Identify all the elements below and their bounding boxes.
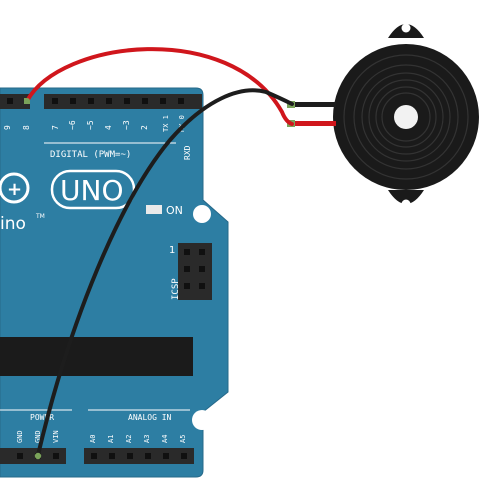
pin-label-7: 7 [51, 125, 60, 130]
icsp-pin-hole [199, 266, 205, 272]
uno-model-text: UNO [60, 174, 123, 207]
buzzer-ring [368, 79, 444, 155]
power-pin-hole [53, 453, 59, 459]
analog-pin-hole [109, 453, 115, 459]
digital-pin-hole [160, 98, 166, 104]
icsp-pin-one-label: 1 [169, 245, 175, 256]
power-header [0, 448, 66, 464]
buzzer-lead-black [294, 102, 336, 107]
analog-pin-hole [181, 453, 187, 459]
icsp-pin-hole [199, 249, 205, 255]
microcontroller-chip [0, 337, 193, 376]
digital-pin-hole [7, 98, 13, 104]
buzzer-tab-bottom [388, 190, 424, 204]
buzzer-lead-red [294, 121, 336, 126]
buzzer-ring [375, 86, 437, 148]
digital-header-label: DIGITAL (PWM=~) [50, 150, 131, 160]
digital-pin-labels: 9 8 7 ~6 ~5 4 ~3 2 TX 1 RX 0 RXD [3, 115, 192, 160]
buzzer-ring [343, 54, 469, 180]
power-pin-hole [17, 453, 23, 459]
pin-label-a0: A0 [89, 435, 97, 443]
pin-label-gnd-2: GND [34, 430, 42, 443]
icsp-pin-hole [184, 249, 190, 255]
analog-pin-hole [127, 453, 133, 459]
icsp-pin-hole [184, 266, 190, 272]
buzzer-ring [381, 92, 431, 142]
analog-pin-hole [145, 453, 151, 459]
red-wire-end-board [24, 98, 30, 104]
digital-pin-hole [142, 98, 148, 104]
pin-label-tx: TX 1 [162, 115, 170, 132]
analog-pin-hole [163, 453, 169, 459]
digital-pin-hole [124, 98, 130, 104]
pin-label-2: 2 [140, 125, 149, 130]
pin-label-8: 8 [22, 125, 31, 130]
on-label: ON [166, 204, 183, 217]
pin-label-6: ~6 [68, 120, 77, 130]
digital-pin-hole [70, 98, 76, 104]
mounting-hole-bottom [192, 410, 212, 430]
pin-label-9: 9 [3, 125, 12, 130]
analog-header-label: ANALOG IN [128, 413, 172, 422]
pin-label-5: ~5 [86, 120, 95, 130]
pin-label-vin: VIN [52, 430, 60, 443]
pin-label-a3: A3 [143, 435, 151, 443]
digital-pin-hole [178, 98, 184, 104]
buzzer-ring [361, 72, 451, 162]
buzzer-tab-hole-bottom [401, 199, 411, 209]
brand-text: ino [0, 214, 26, 234]
icsp-pin-hole [184, 283, 190, 289]
pin-label-a1: A1 [107, 435, 115, 443]
power-header-label: POWER [30, 413, 54, 422]
black-wire [36, 88, 294, 457]
buzzer-center [394, 105, 418, 129]
on-led [146, 205, 162, 214]
pin-label-rx: RX 0 [178, 115, 186, 132]
pin-label-a5: A5 [179, 435, 187, 443]
buzzer-ring [353, 64, 459, 170]
arduino-uno-board: 9 8 7 ~6 ~5 4 ~3 2 TX 1 RX 0 RXD DIGITAL… [0, 87, 229, 478]
piezo-buzzer [287, 23, 479, 209]
power-pin-labels: GND GND VIN [16, 430, 60, 443]
digital-pin-hole [88, 98, 94, 104]
plus-icon: + [7, 179, 22, 200]
buzzer-tab-hole-top [401, 23, 411, 33]
digital-header: 9 8 7 ~6 ~5 4 ~3 2 TX 1 RX 0 RXD DIGITAL… [0, 94, 202, 160]
pin-label-4: 4 [104, 125, 113, 130]
red-wire [25, 47, 294, 126]
rx-indicator-label: RXD [183, 145, 192, 160]
icsp-header: 1 ICSP [169, 243, 212, 300]
arduino-logo: + [0, 172, 30, 204]
analog-pin-labels: A0 A1 A2 A3 A4 A5 [89, 435, 187, 443]
icsp-pin-hole [199, 283, 205, 289]
black-wire-end-board [34, 452, 42, 460]
trademark-mark: TM [35, 213, 45, 220]
digital-pin-hole [52, 98, 58, 104]
digital-pin-hole [106, 98, 112, 104]
pin-label-a2: A2 [125, 435, 133, 443]
analog-header [84, 448, 194, 464]
pin-label-gnd-1: GND [16, 430, 24, 443]
pin-label-a4: A4 [161, 435, 169, 443]
icsp-label: ICSP [171, 278, 181, 300]
mounting-hole-top [193, 205, 211, 223]
analog-pin-hole [91, 453, 97, 459]
pin-label-3: ~3 [122, 120, 131, 130]
